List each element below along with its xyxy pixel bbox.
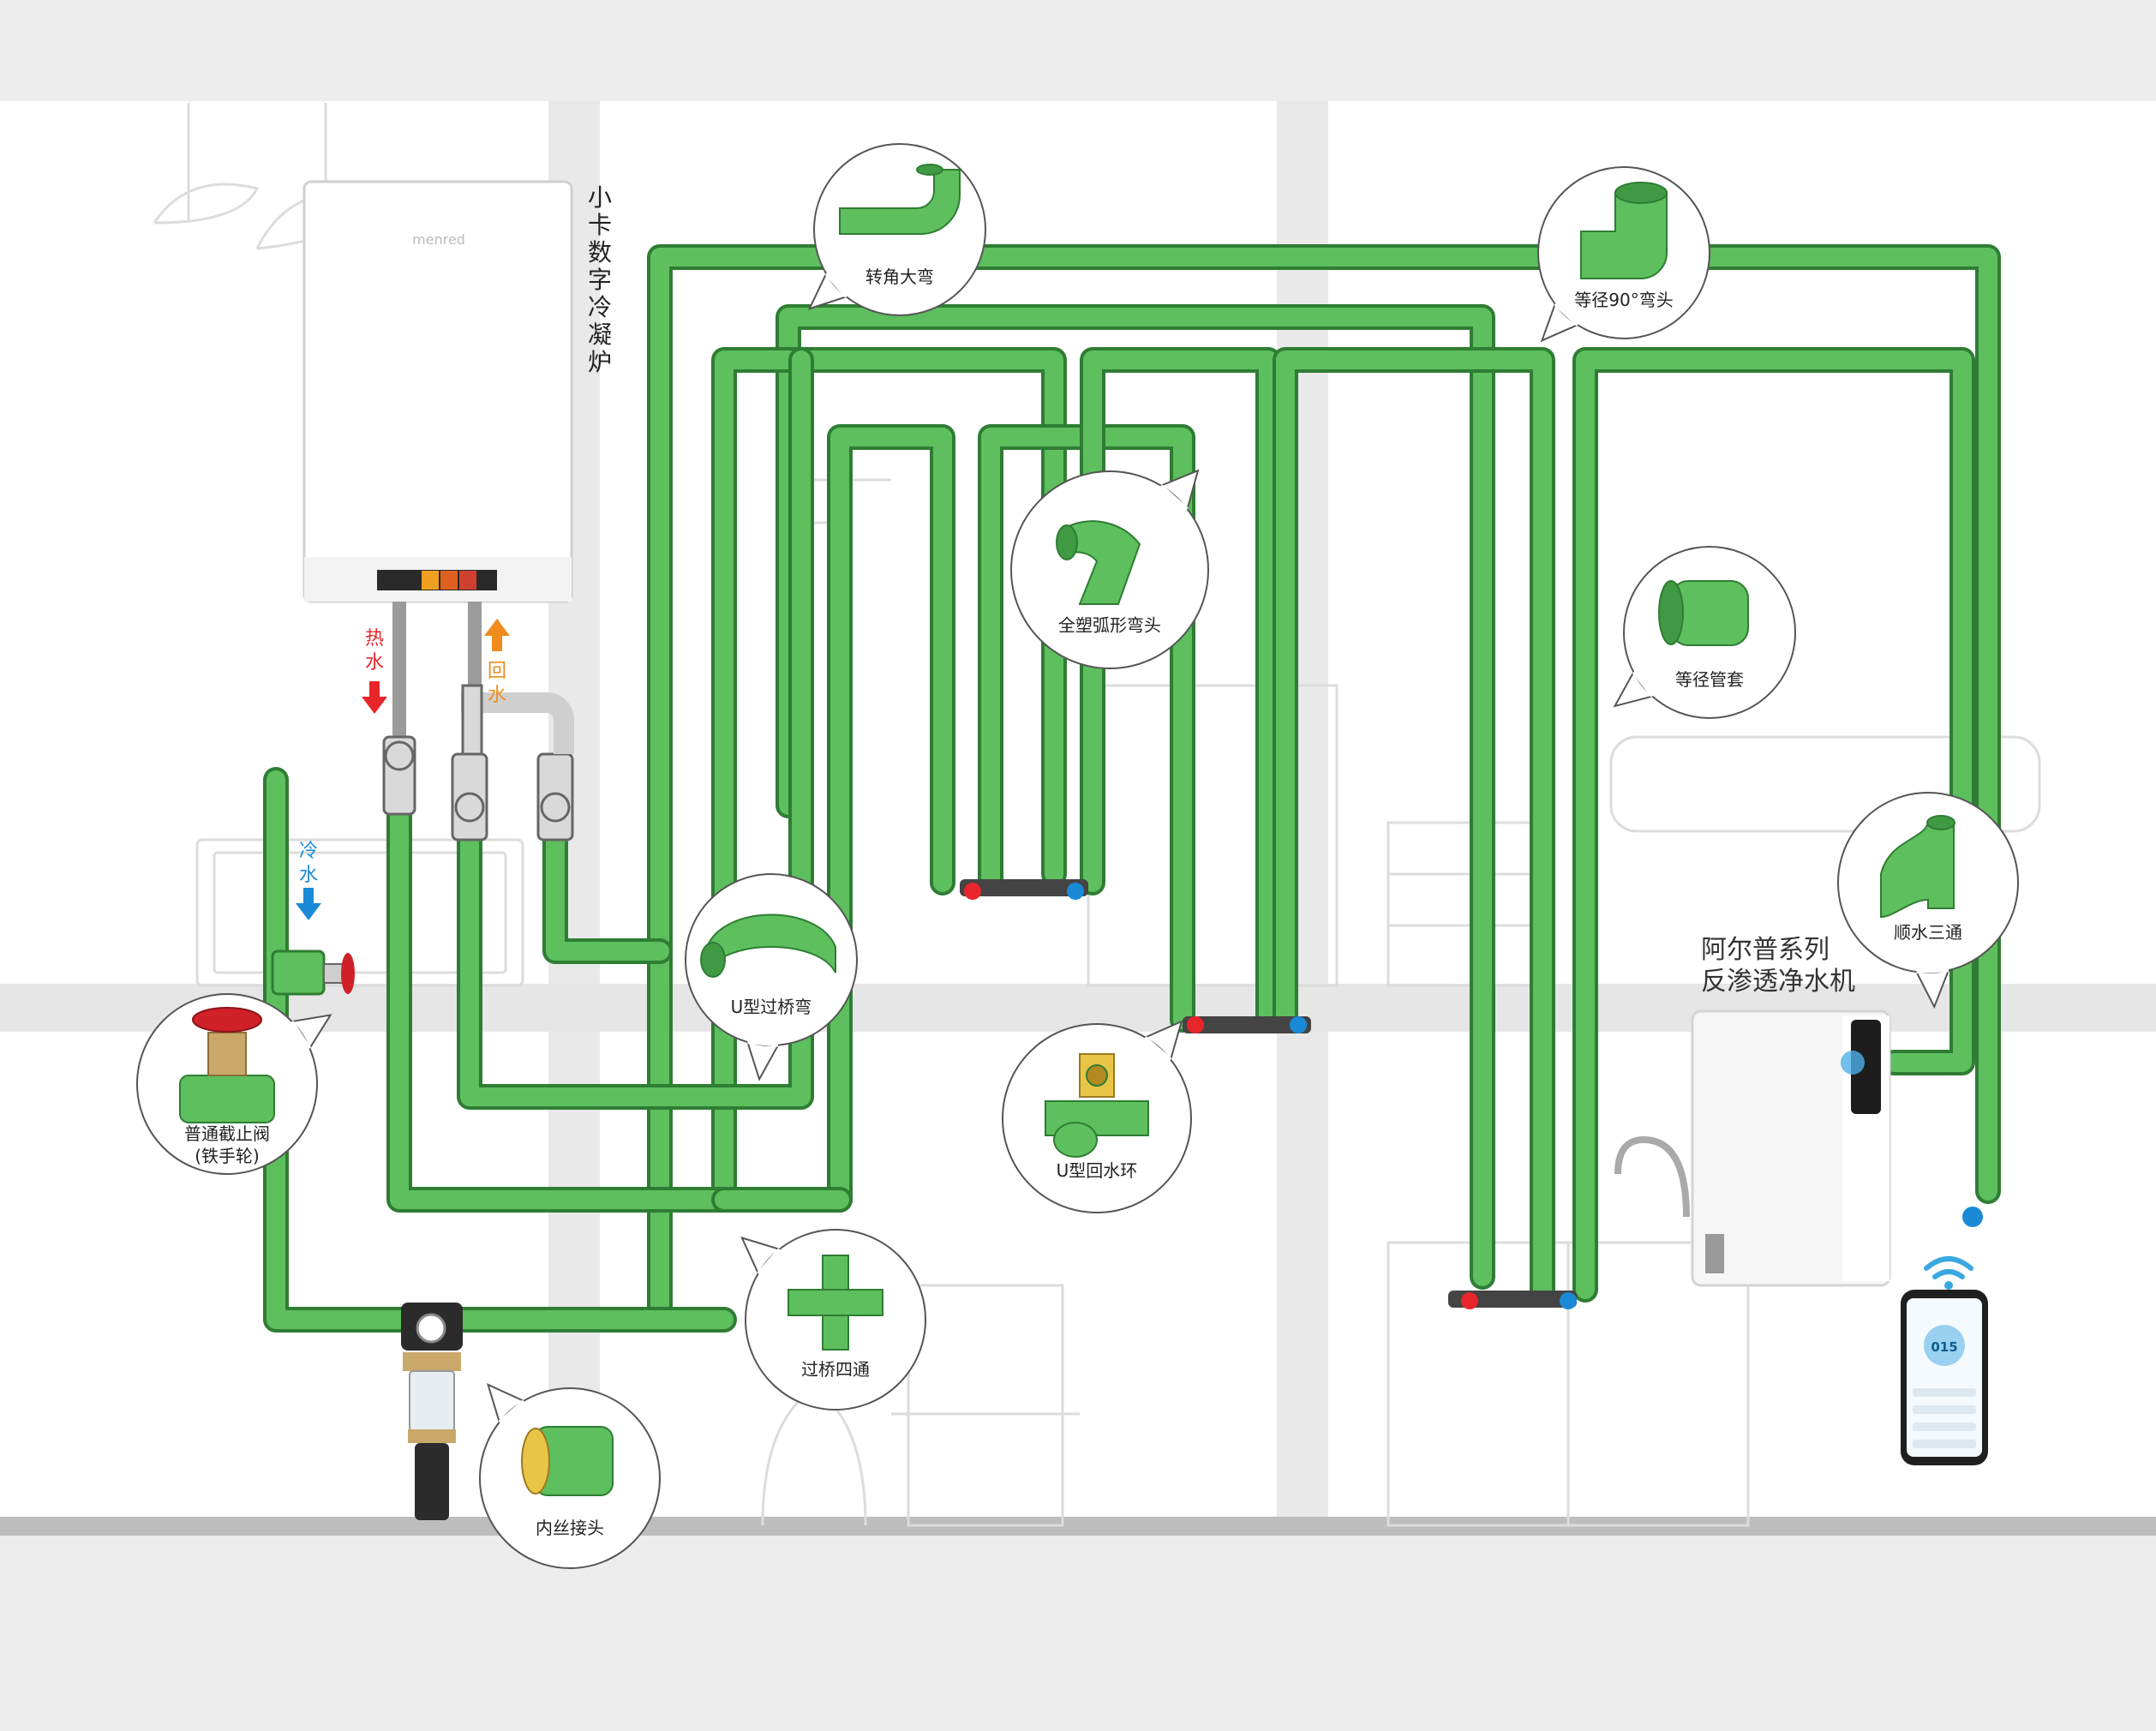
manifold-box <box>960 879 1088 896</box>
handwheel-icon <box>341 953 355 994</box>
wifi-icon <box>1924 1256 1973 1279</box>
flow-tee-label: 顺水三通 <box>1894 922 1962 943</box>
callout-join <box>1159 484 1189 511</box>
equal-90-elbow-icon <box>1580 182 1668 279</box>
svg-text:回: 回 <box>488 661 506 682</box>
bridge-cross-callout: 过桥四通 <box>740 1229 926 1411</box>
pre-filter <box>401 1303 463 1520</box>
pipe-segment <box>390 428 952 1209</box>
globe-valve-sublabel: (铁手轮) <box>195 1146 260 1166</box>
boiler-title-char: 字 <box>588 266 612 294</box>
boiler-display-panel <box>377 570 497 590</box>
svg-text:反渗透净水机: 反渗透净水机 <box>1701 967 1855 997</box>
callout-join <box>1144 1036 1172 1062</box>
globe-valve-label: 普通截止阀 <box>184 1123 270 1144</box>
equal-90-elbow-label: 等径90°弯头 <box>1574 290 1673 310</box>
globe-valve-icon <box>179 1007 275 1123</box>
purifier-button-icon <box>1841 1051 1865 1075</box>
boiler-title-char: 凝 <box>588 320 612 349</box>
callout-join <box>498 1399 525 1424</box>
manifold-junctions <box>960 879 1983 1309</box>
female-adapter-label: 内丝接头 <box>536 1518 604 1538</box>
equal-90-elbow-callout: 等径90°弯头 <box>1537 166 1710 343</box>
corner-elbow-callout: 转角大弯 <box>807 143 986 316</box>
condensing-boiler: menred <box>302 180 574 842</box>
hot-water-label: 热 水 <box>362 628 387 714</box>
callout-join <box>1554 302 1579 326</box>
pipe-segment <box>1576 350 1972 1299</box>
inline-stop-valve <box>271 949 355 996</box>
u-bridge-bend-icon <box>700 913 836 978</box>
svg-text:阿尔普系列: 阿尔普系列 <box>1701 935 1830 965</box>
arc-elbow-callout: 全塑弧形弯头 <box>1010 469 1209 669</box>
equal-coupling-label: 等径管套 <box>1675 669 1744 690</box>
ro-water-purifier <box>1614 1009 1891 1287</box>
purifier-title: 阿尔普系列 反渗透净水机 <box>1701 935 1855 997</box>
smartphone-app: 015 <box>1901 1256 1988 1465</box>
pipe-network <box>263 244 2001 1333</box>
u-bridge-bend-callout: U型过桥弯 <box>685 873 858 1081</box>
down-arrow-icon <box>296 888 321 920</box>
flow-tee-icon <box>1880 815 1955 919</box>
equal-coupling-callout: 等径管套 <box>1613 546 1796 719</box>
callout-join <box>747 1040 779 1047</box>
callout-join <box>757 1248 782 1275</box>
manifold-box <box>1183 1016 1311 1033</box>
boiler-title-char: 炉 <box>588 348 612 376</box>
bridge-cross-icon <box>788 1255 883 1351</box>
svg-text:水: 水 <box>488 685 506 706</box>
boiler-brand: menred <box>412 231 465 248</box>
corner-elbow-icon <box>839 164 961 235</box>
flow-tee-callout: 顺水三通 <box>1837 792 2019 1009</box>
down-arrow-icon <box>362 681 387 714</box>
cold-port-icon <box>1560 1292 1577 1309</box>
cold-port-icon <box>1290 1016 1307 1033</box>
manifold-box <box>1448 1291 1577 1308</box>
hot-port-icon <box>1187 1016 1204 1033</box>
u-return-ring-label: U型回水环 <box>1057 1160 1138 1181</box>
arc-elbow-label: 全塑弧形弯头 <box>1058 614 1161 635</box>
callout-join <box>290 1020 312 1050</box>
boiler-title-char: 小 <box>588 183 612 212</box>
u-return-ring-callout: U型回水环 <box>1002 1020 1192 1213</box>
bridge-cross-label: 过桥四通 <box>801 1359 870 1380</box>
u-bridge-bend-label: U型过桥弯 <box>731 997 812 1017</box>
cold-port-icon <box>1962 1207 1983 1227</box>
pipe-segment <box>650 248 1997 1329</box>
pipe-segment <box>1276 350 1552 1299</box>
hot-port-icon <box>964 883 981 900</box>
female-adapter-callout: 内丝接头 <box>479 1383 661 1569</box>
boiler-title-char: 数 <box>588 238 612 267</box>
arc-elbow-icon <box>1056 520 1141 605</box>
cold-water-label: 冷 水 <box>296 841 321 920</box>
pipe-segment <box>546 830 669 961</box>
svg-text:水: 水 <box>299 865 318 886</box>
female-adapter-icon <box>521 1426 614 1496</box>
boiler-title-char: 卡 <box>588 211 612 239</box>
hot-port-icon <box>1461 1292 1478 1309</box>
svg-text:热: 热 <box>365 628 384 650</box>
corner-elbow-label: 转角大弯 <box>865 267 934 287</box>
phone-reading: 015 <box>1931 1339 1957 1355</box>
callout-join <box>824 272 848 298</box>
svg-text:水: 水 <box>365 652 384 674</box>
svg-text:冷: 冷 <box>299 841 318 862</box>
pipe-segment <box>460 350 811 1106</box>
cold-port-icon <box>1067 883 1084 900</box>
up-arrow-icon <box>484 619 510 651</box>
globe-valve-callout: 普通截止阀(铁手轮) <box>136 993 332 1175</box>
boiler-title-char: 冷 <box>588 293 612 321</box>
return-water-label: 回 水 <box>484 619 510 706</box>
equal-coupling-icon <box>1658 580 1749 646</box>
u-return-ring-icon <box>1045 1053 1149 1158</box>
callout-join <box>1916 968 1949 974</box>
callout-join <box>1632 671 1654 698</box>
